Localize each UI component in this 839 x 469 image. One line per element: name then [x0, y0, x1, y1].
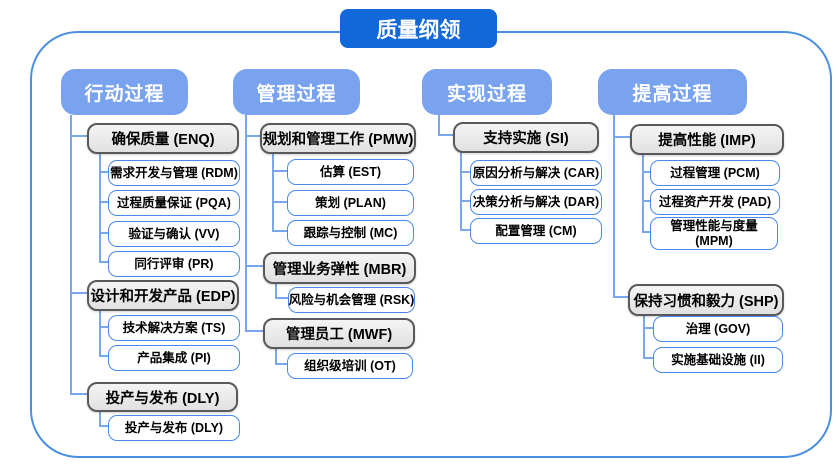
connector — [99, 408, 101, 427]
diagram-title: 质量纲领 — [340, 9, 497, 48]
connector — [245, 265, 263, 267]
connector — [272, 201, 287, 203]
node-car: 原因分析与解决 (CAR) — [470, 160, 602, 186]
column-header-implementation-process: 实现过程 — [422, 69, 552, 115]
column-header-management-process: 管理过程 — [233, 69, 360, 115]
node-imp: 提高性能 (IMP) — [630, 124, 784, 155]
connector — [99, 307, 101, 357]
connector — [275, 345, 277, 365]
connector — [642, 151, 644, 233]
connector — [272, 170, 287, 172]
node-plan: 策划 (PLAN) — [287, 190, 414, 216]
connector — [245, 330, 263, 332]
connector — [642, 171, 650, 173]
connector — [613, 296, 628, 298]
node-edp: 设计和开发产品 (EDP) — [87, 280, 239, 311]
node-pi: 产品集成 (PI) — [108, 345, 240, 371]
node-dly-group: 投产与发布 (DLY) — [87, 382, 238, 412]
connector — [460, 200, 470, 202]
connector — [613, 136, 630, 138]
connector — [99, 171, 108, 173]
connector — [460, 149, 462, 230]
node-rdm: 需求开发与管理 (RDM) — [108, 160, 240, 186]
connector — [438, 113, 440, 136]
node-ii: 实施基础设施 (II) — [653, 347, 783, 373]
node-enq: 确保质量 (ENQ) — [87, 123, 239, 154]
node-pcm: 过程管理 (PCM) — [650, 160, 780, 186]
connector — [643, 312, 645, 358]
node-pqa: 过程质量保证 (PQA) — [108, 190, 240, 216]
connector — [613, 113, 615, 298]
connector — [275, 363, 287, 365]
connector — [99, 326, 108, 328]
connector — [642, 200, 650, 202]
node-mwf: 管理员工 (MWF) — [263, 318, 415, 349]
node-mpm: 管理性能与度量 (MPM) — [650, 217, 778, 250]
connector — [643, 327, 653, 329]
node-dar: 决策分析与解决 (DAR) — [470, 189, 602, 215]
node-pmw: 规划和管理工作 (PMW) — [260, 123, 416, 154]
connector — [70, 292, 87, 294]
connector — [245, 135, 260, 137]
connector — [99, 261, 108, 263]
connector — [275, 280, 277, 299]
connector — [460, 229, 470, 231]
connector — [70, 135, 87, 137]
connector — [70, 393, 87, 395]
node-pr: 同行评审 (PR) — [108, 251, 240, 277]
node-ot: 组织级培训 (OT) — [287, 353, 413, 379]
node-cm: 配置管理 (CM) — [470, 218, 602, 244]
connector — [99, 232, 108, 234]
connector — [99, 201, 108, 203]
node-mbr: 管理业务弹性 (MBR) — [263, 252, 416, 284]
node-pad: 过程资产开发 (PAD) — [650, 189, 780, 215]
node-si: 支持实施 (SI) — [453, 122, 599, 153]
node-gov: 治理 (GOV) — [653, 316, 783, 342]
connector — [642, 231, 650, 233]
connector — [99, 355, 108, 357]
connector — [272, 230, 287, 232]
connector — [272, 150, 274, 232]
node-shp: 保持习惯和毅力 (SHP) — [628, 284, 784, 316]
node-dly: 投产与发布 (DLY) — [108, 415, 240, 441]
connector — [70, 115, 72, 395]
connector — [438, 134, 453, 136]
connector — [99, 425, 108, 427]
node-vv: 验证与确认 (VV) — [108, 221, 240, 247]
column-header-action-process: 行动过程 — [61, 69, 188, 115]
connector — [275, 297, 288, 299]
node-rsk: 风险与机会管理 (RSK) — [288, 287, 415, 313]
connector — [643, 357, 653, 359]
node-ts: 技术解决方案 (TS) — [108, 315, 240, 341]
connector — [460, 171, 470, 173]
connector — [245, 115, 247, 332]
node-mc: 跟踪与控制 (MC) — [287, 220, 414, 246]
connector — [99, 150, 101, 263]
node-est: 估算 (EST) — [287, 159, 414, 185]
column-header-improvement-process: 提高过程 — [598, 69, 747, 115]
